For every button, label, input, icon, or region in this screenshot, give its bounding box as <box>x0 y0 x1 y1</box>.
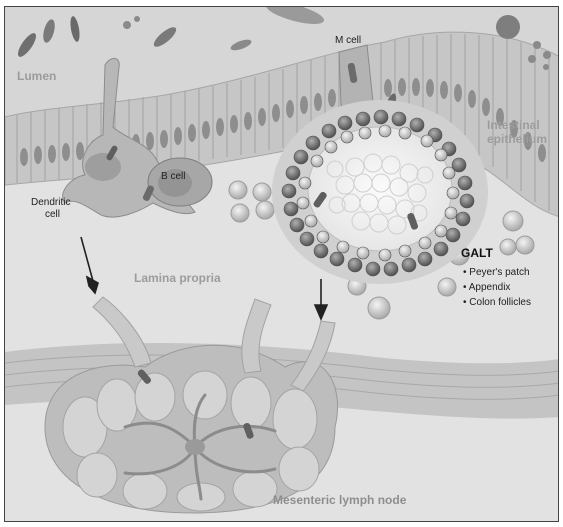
galt-item-appendix: Appendix <box>463 280 531 295</box>
dendritic-label: Dendritic <box>31 197 70 208</box>
galt-list: Peyer's patch Appendix Colon follicles <box>463 265 531 310</box>
m-cell-label: M cell <box>335 35 361 46</box>
galt-item-colon-follicles: Colon follicles <box>463 295 531 310</box>
dendritic-cell-label: cell <box>45 209 60 220</box>
galt-item-peyers-patch: Peyer's patch <box>463 265 531 280</box>
lumen-label: Lumen <box>17 70 56 83</box>
figure-frame: Lumen M cell Intestinal epithelium B cel… <box>4 6 559 522</box>
mesenteric-lymph-node <box>45 345 338 513</box>
intestinal-label: Intestinal <box>487 119 540 132</box>
galt-title: GALT <box>461 247 493 260</box>
mesenteric-lymph-node-label: Mesenteric lymph node <box>273 494 406 507</box>
epithelium-label: epithelium <box>487 133 547 146</box>
dendritic-cell-nucleus <box>85 153 121 181</box>
lamina-propria-label: Lamina propria <box>134 272 221 285</box>
b-cell-label: B cell <box>161 171 185 182</box>
